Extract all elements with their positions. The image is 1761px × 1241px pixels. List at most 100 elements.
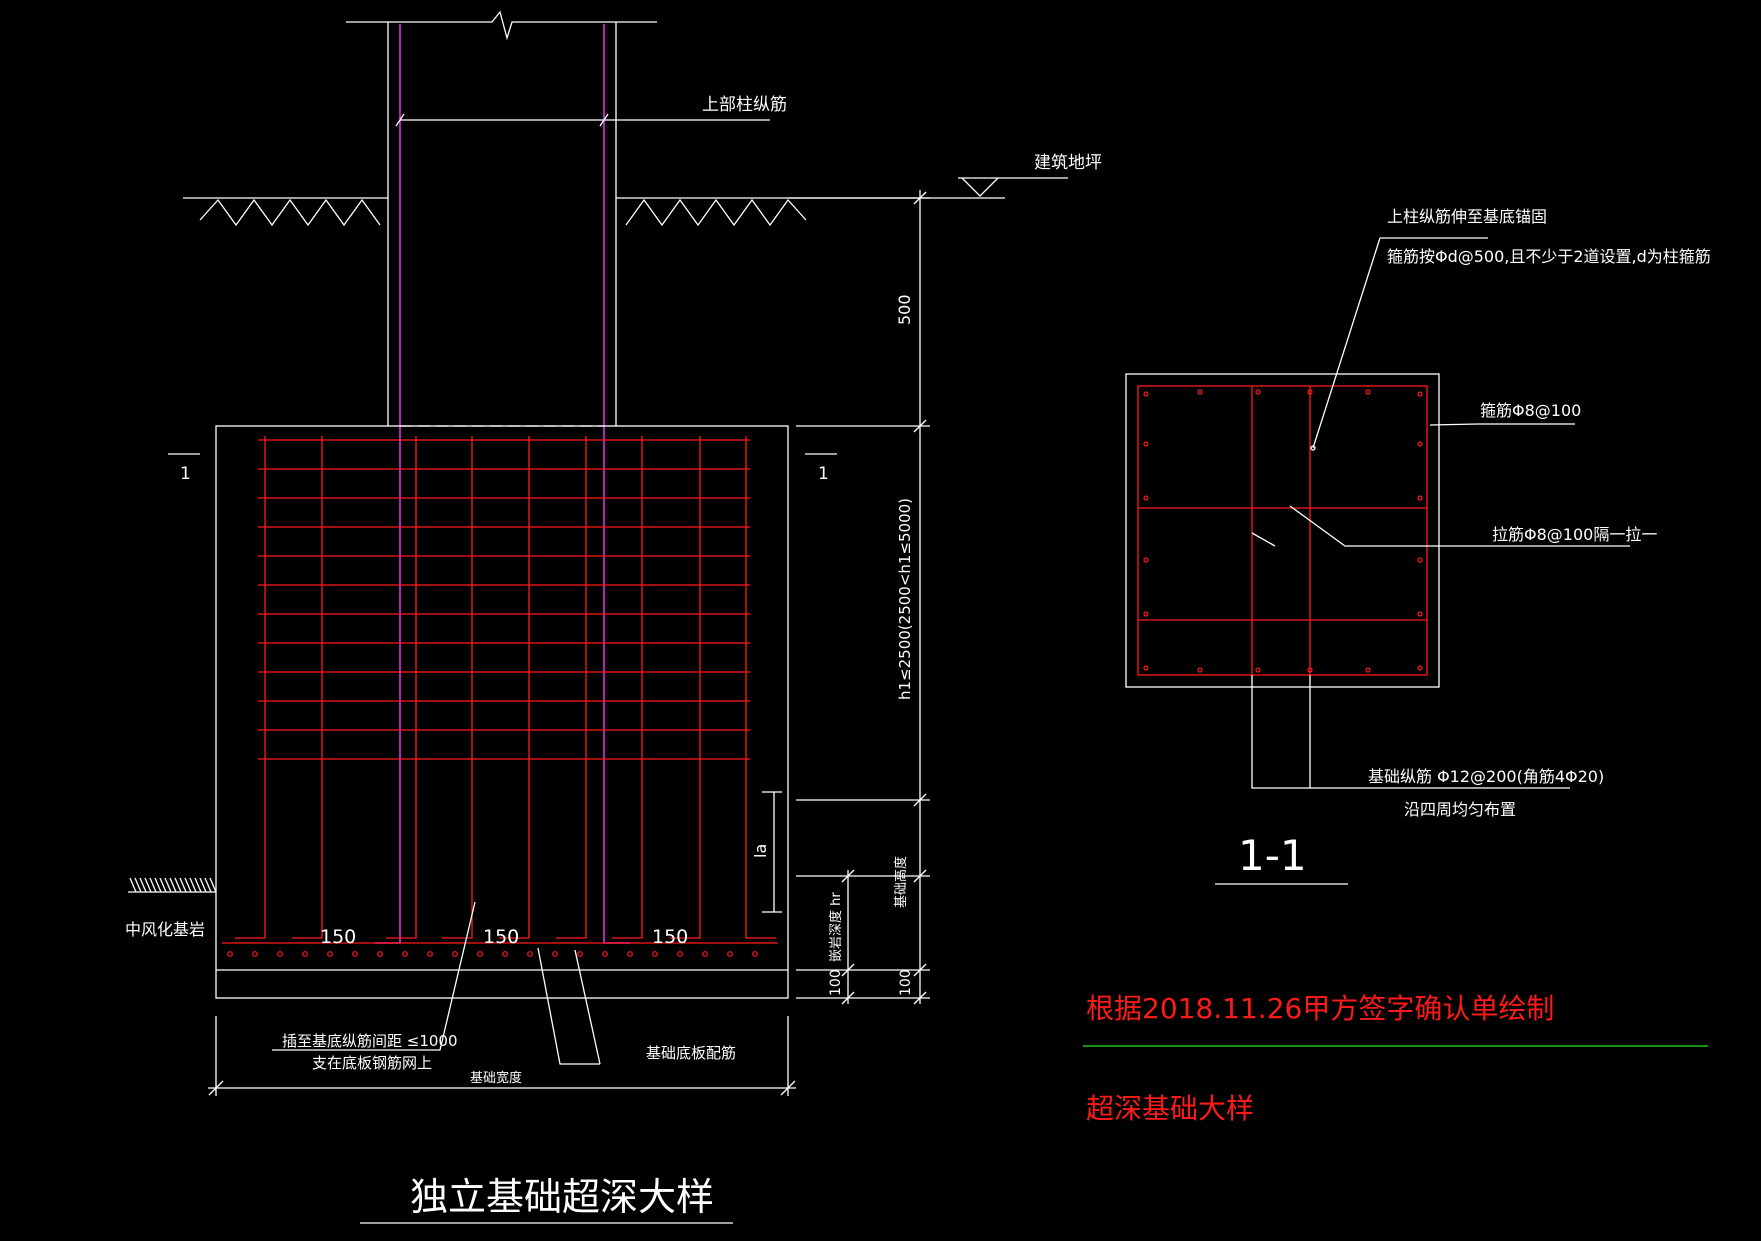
bottom-rebar-dot [402,951,408,957]
mesh-vertical-bar [386,436,417,939]
section-rebar-dot [1365,667,1371,673]
section-rebar-dot [1143,665,1149,671]
insert-note-leader [272,901,476,1051]
rock-hatch-line [129,877,137,893]
base-width-tick [780,1080,796,1096]
bottom-rebar-dot [302,951,308,957]
bottom-rebar-dot [677,951,683,957]
section-mark-left: 1 [180,464,191,484]
dim-tick [913,963,927,977]
mesh-vertical-bar [556,436,587,939]
section-rebar-dot [1197,389,1203,395]
section-outline [1125,373,1440,688]
dim-500: 500 [895,294,914,325]
dim-tick [913,991,927,1005]
bottom-rebar-dot [427,951,433,957]
base-rebar-leader [537,947,600,1065]
bottom-rebar-dot [252,951,258,957]
bottom-rebar-dot [752,951,758,957]
upper-rebar-tick [395,113,405,127]
anchor-note-leader-d [1312,237,1381,449]
footing-outline [215,425,789,999]
rock-hatch-line [134,877,142,893]
bottom-rebar-dot [627,951,633,957]
section-note-1: 上柱纵筋伸至基底锚固 [1387,207,1547,226]
bottom-rebar-dot [502,951,508,957]
subtitle-note: 超深基础大样 [1086,1092,1254,1125]
long-rebar-leader [1251,675,1570,789]
mesh-vertical-bar [745,436,776,939]
dim-tick [841,991,855,1005]
spacing-label-3: 150 [652,926,688,948]
insert-note-1: 插至基底纵筋间距 ≤1000 [282,1032,458,1050]
bottom-rebar-dot [577,951,583,957]
section-note-2: 箍筋按Φd@500,且不少于2道设置,d为柱箍筋 [1387,247,1711,266]
spacing-label-2: 150 [483,926,519,948]
bottom-rebar-dot [452,951,458,957]
section-rebar-dot [1417,665,1423,671]
section-rebar-dot [1417,495,1423,501]
dim-base-height: 基础高度 [893,856,909,908]
rock-label: 中风化基岩 [125,920,205,939]
anchor-note-leader-dot [1310,445,1316,451]
upper-column-rebar-label: 上部柱纵筋 [702,95,787,115]
spacing-label-1: 150 [320,926,356,948]
rock-hatch-line [179,877,187,893]
tie-leader [1289,505,1630,547]
rock-hatch-line [209,877,217,893]
dim-tick [913,869,927,883]
bottom-rebar-dots [227,951,758,957]
elevation-view: 上部柱纵筋 建筑地坪 1 1 150 150 150 la [125,10,1102,1224]
bottom-rebar-dot [727,951,733,957]
base-bottom-rebar-label: 基础底板配筋 [646,1044,736,1062]
rock-hatch-line [159,877,167,893]
main-title: 独立基础超深大样 [410,1175,714,1219]
section-rebar-dot [1255,389,1261,395]
rock-hatch-line [199,877,207,893]
bottom-rebar-dot [477,951,483,957]
building-floor-label: 建筑地坪 [1034,153,1102,173]
section-rebar-dot [1307,667,1313,673]
section-rebar-dot [1255,667,1261,673]
dim-tick [841,963,855,977]
bottom-rebar-dot [602,951,608,957]
section-rebar-dot [1143,557,1149,563]
rock-hatch-line [204,877,212,893]
section-rebar-dot [1417,391,1423,397]
bottom-rebar-dot [377,951,383,957]
section-rebar-dot [1365,389,1371,395]
bottom-rebar-dot [702,951,708,957]
tie-leader-2 [1251,532,1276,547]
rock-hatch-line [169,877,177,893]
bottom-rebar-dot [652,951,658,957]
level-triangle [961,177,999,197]
notes: 根据2018.11.26甲方签字确认单绘制 超深基础大样 [1083,992,1708,1125]
section-mark-right: 1 [818,464,829,484]
rock-hatch-line [154,877,162,893]
long-rebar-label: 基础纵筋 Φ12@200(角筋4Φ20) [1368,767,1604,786]
section-view: 上柱纵筋伸至基底锚固 箍筋按Φd@500,且不少于2道设置,d为柱箍筋 箍筋Φ8… [1125,207,1711,885]
mesh-vertical-bar [292,436,323,939]
section-rebar-dot [1143,391,1149,397]
rock-hatch-line [144,877,152,893]
long-rebar-label-2: 沿四周均匀布置 [1404,800,1516,819]
bottom-rebar-dot [527,951,533,957]
bottom-rebar-dot [227,951,233,957]
stirrup-leader [1429,423,1575,426]
rock-hatch-line [189,877,197,893]
column-break-line [346,10,657,41]
section-rebar-dots [1143,389,1423,673]
rock-hatch-line [139,877,147,893]
rock-hatch-line [184,877,192,893]
section-rebar-dot [1143,441,1149,447]
section-rebar-dot [1143,611,1149,617]
dim-100-left: 100 [828,969,844,996]
section-title: 1-1 [1238,831,1307,880]
section-rebar-dot [1197,667,1203,673]
soil-hatch-left [199,198,381,227]
section-rebar-dot [1417,441,1423,447]
bottom-rebar-dot [277,951,283,957]
rock-hatch [129,877,217,893]
footing-rebar-mesh [235,436,776,939]
rock-hatch-line [164,877,172,893]
